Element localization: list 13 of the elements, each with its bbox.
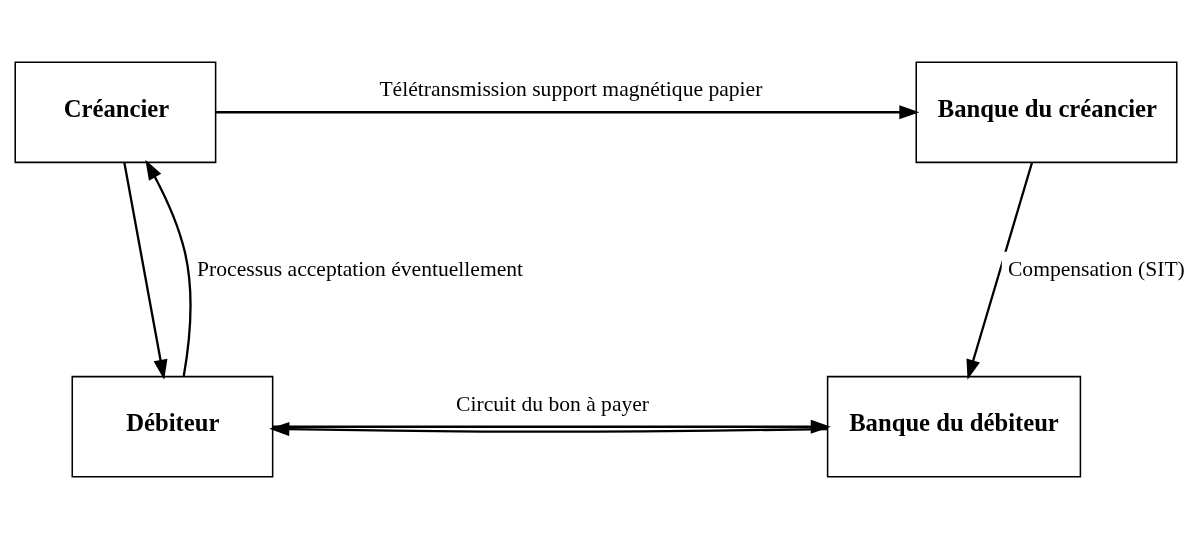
edge-label: Télétransmission support magnétique papier — [379, 77, 763, 102]
arrow — [966, 162, 1034, 380]
arrow — [269, 422, 828, 437]
arrow — [123, 162, 168, 380]
node-box: Créancier — [14, 61, 217, 164]
node-box: Débiteur — [71, 375, 274, 478]
edge-label: Compensation (SIT) — [1007, 256, 1185, 281]
node-box: Banque du débiteur — [826, 375, 1082, 478]
arrow — [145, 159, 192, 377]
edge-label: Processus acceptation éventuellement — [197, 256, 524, 281]
edge-label: Circuit du bon à payer — [456, 391, 650, 416]
node-box: Banque du créancier — [915, 61, 1178, 164]
arrow — [215, 105, 920, 120]
